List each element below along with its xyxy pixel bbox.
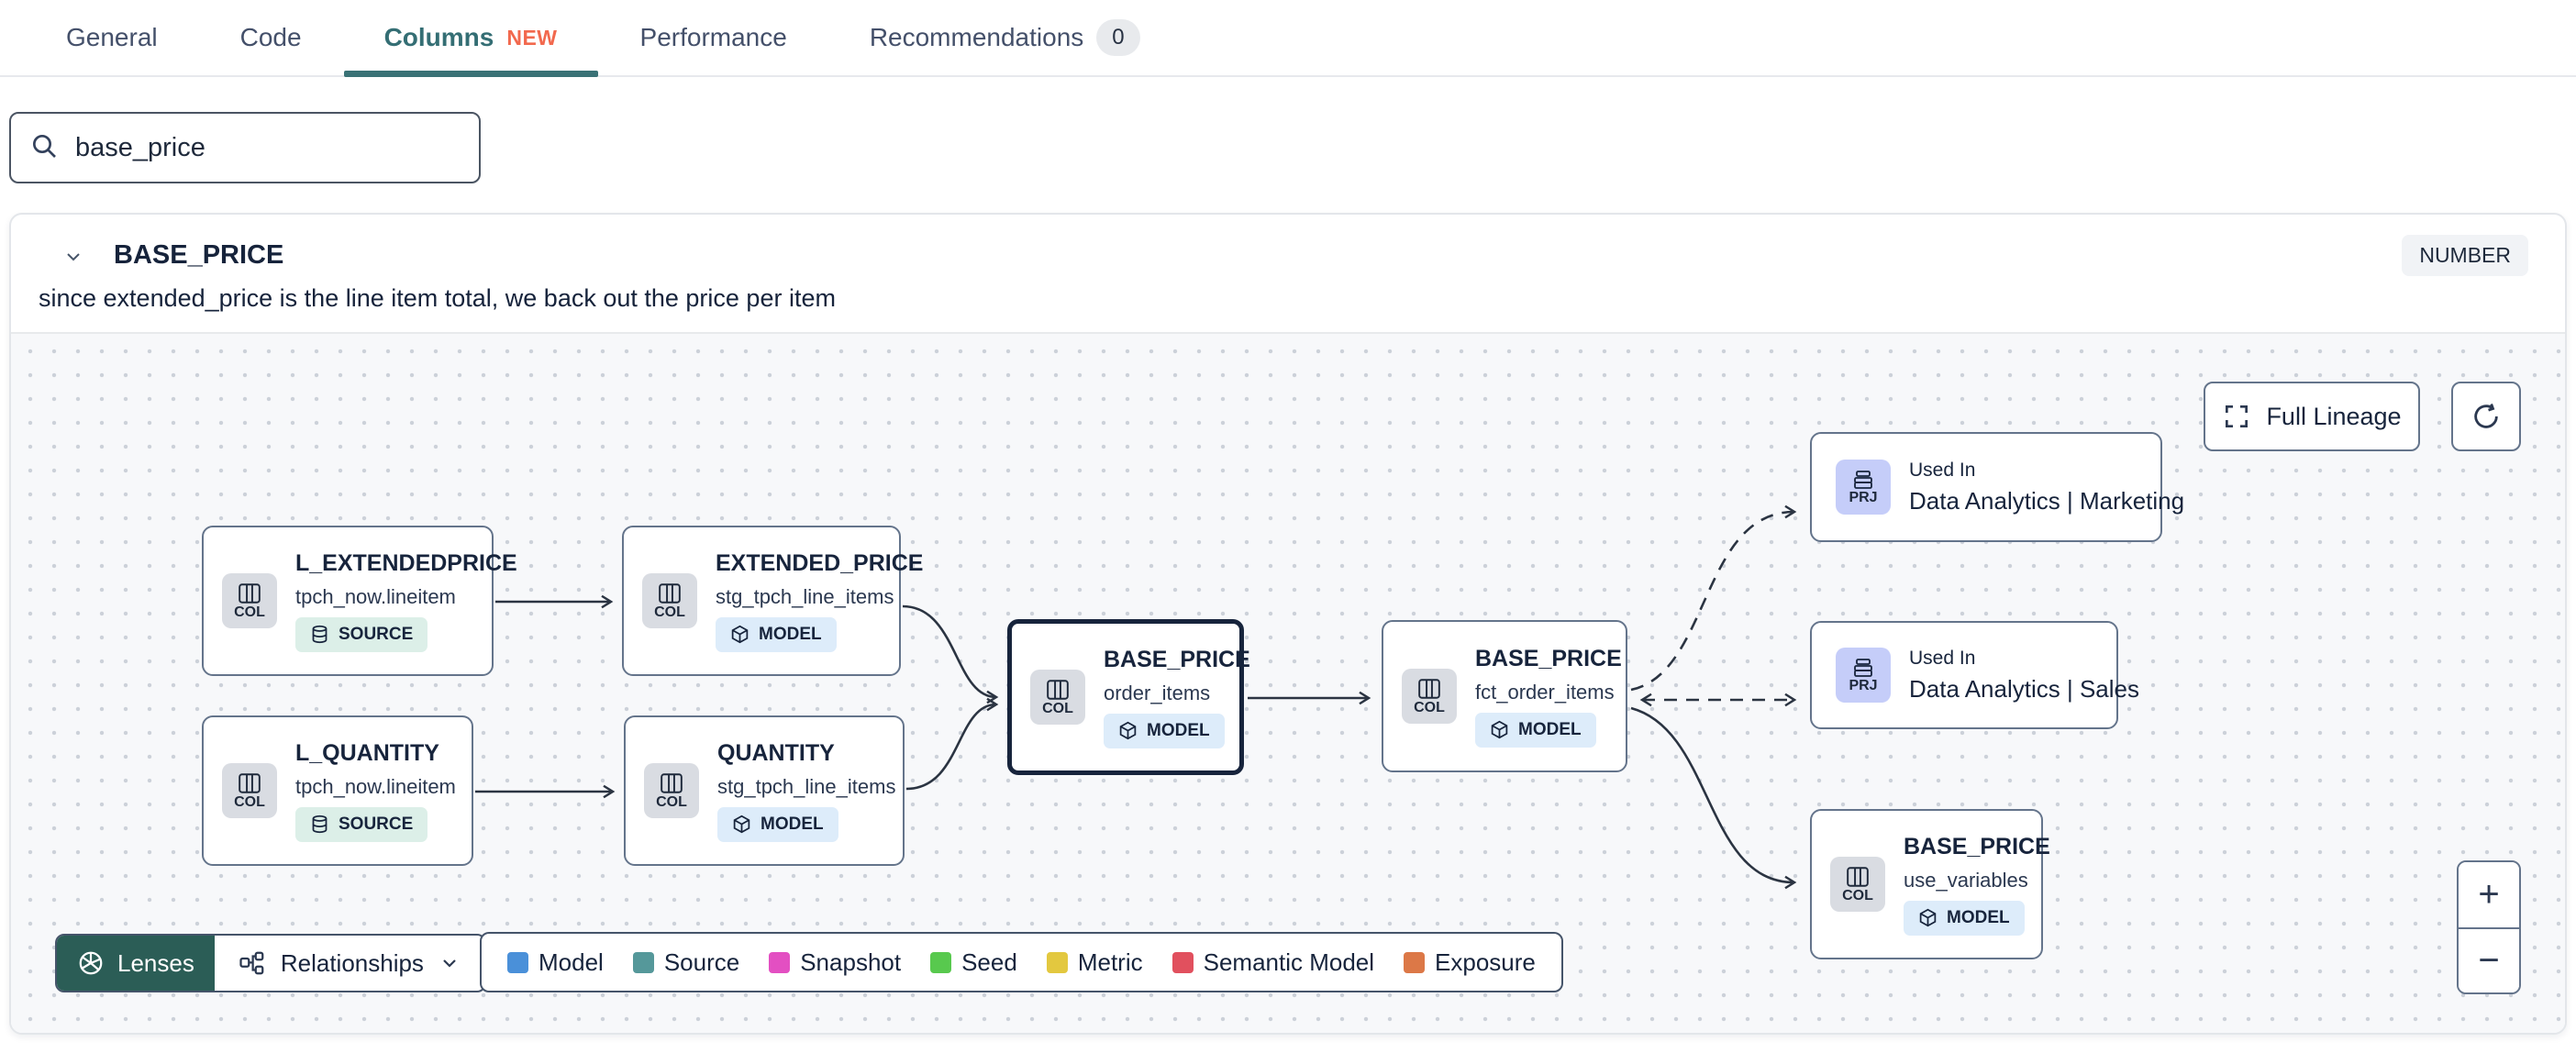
snapshot-swatch	[769, 951, 791, 973]
column-description: since extended_price is the line item to…	[39, 284, 836, 312]
zoom-in-button[interactable]: +	[2459, 862, 2519, 927]
column-type-badge: NUMBER	[2402, 235, 2528, 276]
lineage-node-l-quantity[interactable]: COL L_QUANTITY tpch_now.lineitem SOURCE	[202, 715, 473, 866]
lineage-node-fct-base-price[interactable]: COL BASE_PRICE fct_order_items MODEL	[1382, 620, 1627, 772]
chevron-down-icon[interactable]	[62, 246, 84, 272]
column-panel-header: BASE_PRICE NUMBER since extended_price i…	[11, 215, 2565, 332]
fullscreen-icon	[2226, 405, 2248, 427]
full-lineage-button[interactable]: Full Lineage	[2204, 382, 2420, 451]
lenses-icon	[79, 951, 103, 975]
database-icon	[312, 625, 328, 644]
relationships-icon	[239, 951, 264, 975]
lenses-control-group: Lenses Relationships	[55, 934, 486, 992]
source-swatch	[632, 951, 654, 973]
zoom-out-button[interactable]: −	[2459, 926, 2519, 992]
zoom-controls: + −	[2457, 860, 2521, 994]
lineage-node-quantity[interactable]: COL QUANTITY stg_tpch_line_items MODEL	[624, 715, 905, 866]
seed-swatch	[930, 951, 952, 973]
relationships-dropdown[interactable]: Relationships	[215, 936, 484, 991]
column-panel: BASE_PRICE NUMBER since extended_price i…	[9, 213, 2567, 1035]
legend-item-metric: Metric	[1046, 948, 1143, 977]
cube-icon	[1491, 720, 1508, 739]
lineage-node-exposure-marketing[interactable]: PRJ Used In Data Analytics | Marketing	[1810, 432, 2184, 542]
tab-columns[interactable]: Columns NEW	[343, 0, 598, 77]
model-badge: MODEL	[1475, 712, 1596, 748]
column-icon: COL	[644, 763, 699, 818]
source-badge: SOURCE	[295, 616, 428, 652]
lineage-node-base-price-selected[interactable]: COL BASE_PRICE order_items MODEL	[1007, 619, 1250, 775]
tab-recommendations[interactable]: Recommendations 0	[829, 0, 1181, 75]
source-badge: SOURCE	[295, 806, 428, 842]
legend-item-exposure: Exposure	[1404, 948, 1536, 977]
project-icon: PRJ	[1836, 460, 1891, 515]
project-icon: PRJ	[1836, 648, 1891, 703]
legend-item-source: Source	[632, 948, 739, 977]
cube-icon	[731, 625, 749, 644]
column-icon: COL	[1830, 857, 1885, 912]
column-search[interactable]	[9, 112, 481, 183]
lineage-node-extended-price[interactable]: COL EXTENDED_PRICE stg_tpch_line_items M…	[622, 526, 923, 676]
lineage-node-l-extendedprice[interactable]: COL L_EXTENDEDPRICE tpch_now.lineitem SO…	[202, 526, 517, 676]
column-name: BASE_PRICE	[114, 240, 284, 270]
database-icon	[312, 815, 328, 834]
cube-icon	[1119, 721, 1137, 740]
legend-item-semantic-model: Semantic Model	[1171, 948, 1374, 977]
column-icon: COL	[1030, 670, 1085, 725]
model-badge: MODEL	[716, 616, 837, 652]
metric-swatch	[1046, 951, 1068, 973]
exposure-swatch	[1404, 951, 1426, 973]
legend-item-model: Model	[507, 948, 604, 977]
refresh-button[interactable]	[2451, 382, 2521, 451]
cube-icon	[1919, 908, 1937, 927]
legend-item-snapshot: Snapshot	[769, 948, 901, 977]
column-icon: COL	[222, 763, 277, 818]
lineage-node-use-variables-base-price[interactable]: COL BASE_PRICE use_variables MODEL	[1810, 809, 2050, 959]
refresh-icon	[2474, 404, 2498, 428]
new-badge: NEW	[506, 25, 558, 50]
tab-performance[interactable]: Performance	[639, 23, 787, 51]
column-icon: COL	[1402, 669, 1457, 724]
lineage-node-exposure-sales[interactable]: PRJ Used In Data Analytics | Sales	[1810, 621, 2139, 729]
legend-item-seed: Seed	[930, 948, 1017, 977]
model-badge: MODEL	[1104, 713, 1225, 748]
tab-bar: General Code Columns NEW Performance Rec…	[0, 0, 2576, 77]
tab-code[interactable]: Code	[239, 23, 302, 51]
semantic-model-swatch	[1171, 951, 1194, 973]
chevron-down-icon	[443, 959, 456, 968]
model-badge: MODEL	[1904, 900, 2025, 936]
search-input[interactable]	[75, 132, 461, 163]
recommendations-count-badge: 0	[1096, 19, 1140, 56]
tab-general[interactable]: General	[66, 23, 158, 51]
column-icon: COL	[222, 573, 277, 628]
lineage-canvas[interactable]	[11, 332, 2565, 1033]
search-icon	[29, 131, 59, 165]
model-swatch	[507, 951, 528, 973]
model-badge: MODEL	[717, 806, 838, 842]
resource-type-legend: Model Source Snapshot Seed Metric Semant…	[480, 932, 1563, 992]
column-icon: COL	[642, 573, 697, 628]
lenses-button[interactable]: Lenses	[57, 936, 215, 991]
cube-icon	[733, 815, 750, 834]
